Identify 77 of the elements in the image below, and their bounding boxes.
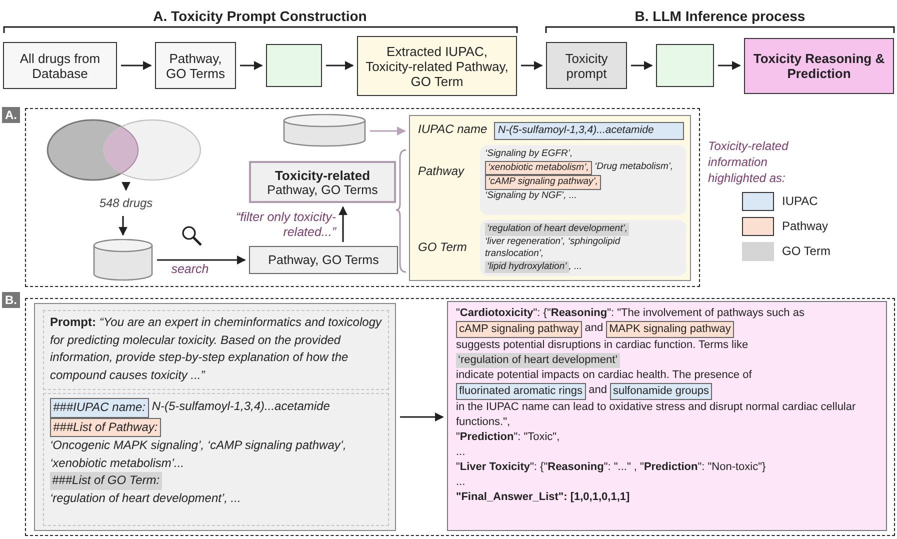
highlighted-term: ‘regulation of heart development’,	[485, 223, 630, 236]
legend-label: Pathway	[782, 219, 828, 233]
section-title: A. Toxicity Prompt Construction	[152, 8, 368, 24]
highlighted-term: ###List of Pathway:	[50, 418, 161, 437]
arrow	[240, 61, 263, 70]
arrow	[370, 126, 406, 136]
result-box: Toxicity Reasoning & Prediction	[744, 38, 894, 94]
row-label: GO Term	[418, 240, 467, 254]
process-box: All drugs from Database	[3, 42, 117, 89]
node-label: "Liver Toxicity": {"Reasoning": "..." , "Prediction": "Non-toxic"}	[456, 460, 766, 475]
process-box	[249, 161, 396, 203]
highlighted-term: ###List of GO Term:	[50, 472, 162, 490]
legend-label: GO Term	[782, 244, 830, 258]
arrow	[521, 61, 543, 70]
legend-label: IUPAC	[782, 194, 818, 208]
highlighted-term: MAPK signaling pathway	[606, 321, 734, 338]
highlighted-term: ###IUPAC name:	[50, 398, 148, 418]
term-list-box	[480, 145, 686, 215]
node-label: "Final_Answer_List": [1,0,1,0,1,1]	[456, 490, 630, 505]
node-label: "Prediction": "Toxic",	[456, 430, 560, 445]
venn-diagram-drawing	[46, 119, 202, 181]
highlighted-term: fluorinated aromatic rings	[456, 383, 586, 400]
database-cylinder	[283, 114, 366, 147]
prompt-text: Prompt: “You are an expert in cheminformatics and toxicology for predicting molecular toxicity. Based on the provided information, provide step-by-step explanation of how the compound causes toxicity ...”	[43, 310, 389, 390]
highlighted-term: ‘regulation of heart development’	[456, 353, 620, 368]
node-label: "Cardiotoxicity": {"Reasoning": "The involvement of pathways such as	[456, 306, 804, 321]
section-title: B. LLM Inference process	[634, 8, 806, 24]
arrow	[338, 206, 348, 242]
node-label: and	[584, 321, 604, 336]
database-cylinder	[93, 239, 153, 281]
arrow	[118, 216, 128, 236]
arrow	[631, 61, 653, 70]
heading-text: Toxicity-related	[274, 168, 370, 182]
arrow	[122, 182, 130, 191]
process-box: Pathway, GO Terms	[155, 42, 236, 89]
node-label: in the IUPAC name can lead to oxidative stress and disrupt normal cardiac cellular functions.",	[456, 400, 857, 430]
node-label: ...	[456, 445, 466, 460]
highlighted-term: ‘lipid hydroxylation’	[485, 260, 569, 273]
node-label: suggests potential disruptions in cardiac function. Terms like	[456, 338, 748, 353]
highlighted-term: cAMP signaling pathway	[456, 321, 582, 338]
arrow	[121, 61, 152, 70]
highlighted-term: ‘cAMP signaling pathway’,	[485, 175, 602, 190]
legend-title: Toxicity-related information highlighted as:	[708, 138, 790, 186]
process-box: Extracted IUPAC, Toxicity-related Pathway, GO Term	[357, 36, 517, 96]
process-box: Pathway, GO Terms	[249, 246, 398, 274]
node-label: , ...	[568, 260, 582, 273]
node-label: ‘Signaling by NGF’, ...	[485, 190, 577, 202]
model-box	[656, 44, 714, 87]
model-box	[266, 44, 322, 87]
node-label: N-(5-sulfamoyl-1,3,4)...acetamide	[152, 398, 330, 415]
highlighted-term: N-(5-sulfamoyl-1,3,4)...acetamide	[494, 122, 684, 140]
arrow	[400, 412, 444, 422]
count-text: 548 drugs	[89, 194, 163, 212]
node-label: ‘Signaling by EGFR’,	[485, 148, 573, 160]
row-label: IUPAC name	[418, 122, 488, 136]
node-label: and	[588, 383, 607, 398]
input-box	[43, 393, 389, 526]
node-label: ‘Oncogenic MAPK signaling’, ‘cAMP signaling pathway’, ‘xenobiotic metabolism’...	[50, 437, 348, 472]
node-label: Pathway, GO Terms	[267, 182, 378, 196]
highlighted-term: ‘xenobiotic metabolism’,	[485, 160, 592, 175]
row-label: Pathway	[418, 164, 464, 178]
info-panel	[409, 115, 691, 281]
term-list-box	[480, 220, 686, 276]
node-label: indicate potential impacts on cardiac health. The presence of	[456, 368, 752, 383]
node-label: ‘Drug metabolism’,	[594, 160, 674, 173]
arrow	[157, 256, 246, 264]
highlighted-term: sulfonamide groups	[610, 383, 712, 400]
panel-label: B.	[2, 292, 20, 308]
output-box	[447, 301, 887, 531]
process-box: Toxicity prompt	[546, 42, 627, 89]
prompt-box	[34, 303, 396, 531]
node-label: ‘liver regeneration’, ‘sphingolipid translocation’,	[485, 236, 622, 260]
node-label: ...	[456, 475, 466, 490]
panel-label: A.	[2, 107, 20, 123]
node-label: ‘regulation of heart development’, ...	[50, 490, 241, 506]
arrow	[718, 61, 741, 70]
arrow	[326, 61, 354, 70]
